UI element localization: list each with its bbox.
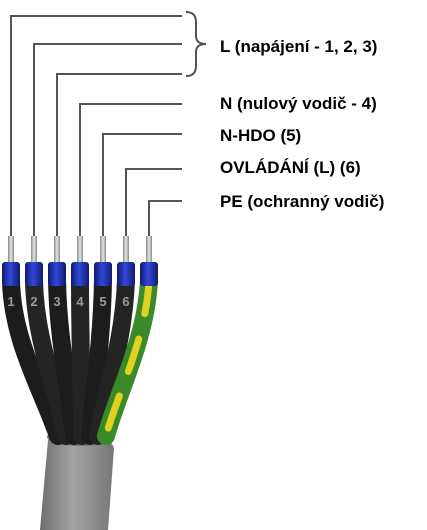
- leader-line-3: [56, 73, 182, 236]
- cable-sheath: [40, 428, 114, 530]
- wire-5: [81, 271, 112, 445]
- ferrule-4: [71, 236, 89, 286]
- wire-2: [25, 271, 75, 445]
- leader-line-4: [79, 103, 182, 236]
- wire-4: [71, 271, 91, 445]
- label-N: N (nulový vodič - 4): [220, 94, 377, 113]
- leader-line-6: [125, 168, 182, 236]
- ferrules: [2, 236, 158, 286]
- ferrule-3: [48, 236, 66, 286]
- leader-lines: [10, 15, 182, 236]
- label-N-HDO: N-HDO (5): [220, 126, 302, 145]
- wire-pe-stripe: [102, 276, 153, 440]
- ferrule-pe: [140, 236, 158, 286]
- wire-1: [2, 271, 67, 445]
- wire-number-5: 5: [99, 294, 106, 309]
- leader-line-2: [33, 43, 182, 236]
- ferrule-5: [94, 236, 112, 286]
- wire-3: [48, 271, 83, 445]
- leader-line-5: [102, 133, 182, 236]
- wire-number-6: 6: [122, 294, 129, 309]
- wire-number-3: 3: [53, 294, 60, 309]
- label-ovladani: OVLÁDÁNÍ (L) (6): [220, 158, 361, 177]
- wire-number-2: 2: [30, 294, 37, 309]
- ferrule-6: [117, 236, 135, 286]
- leader-line-pe: [148, 200, 182, 236]
- brace-L: [185, 11, 207, 77]
- ferrule-1: [2, 236, 20, 286]
- wire-number-1: 1: [7, 294, 14, 309]
- wire-6: [89, 271, 135, 445]
- leader-line-1: [10, 15, 182, 236]
- label-L: L (napájení - 1, 2, 3): [220, 37, 378, 56]
- label-PE: PE (ochranný vodič): [220, 192, 385, 211]
- ferrule-2: [25, 236, 43, 286]
- wire-numbers: 1 2 3 4 5 6: [7, 294, 129, 309]
- wire-bodies: [2, 271, 158, 445]
- wire-number-4: 4: [76, 294, 84, 309]
